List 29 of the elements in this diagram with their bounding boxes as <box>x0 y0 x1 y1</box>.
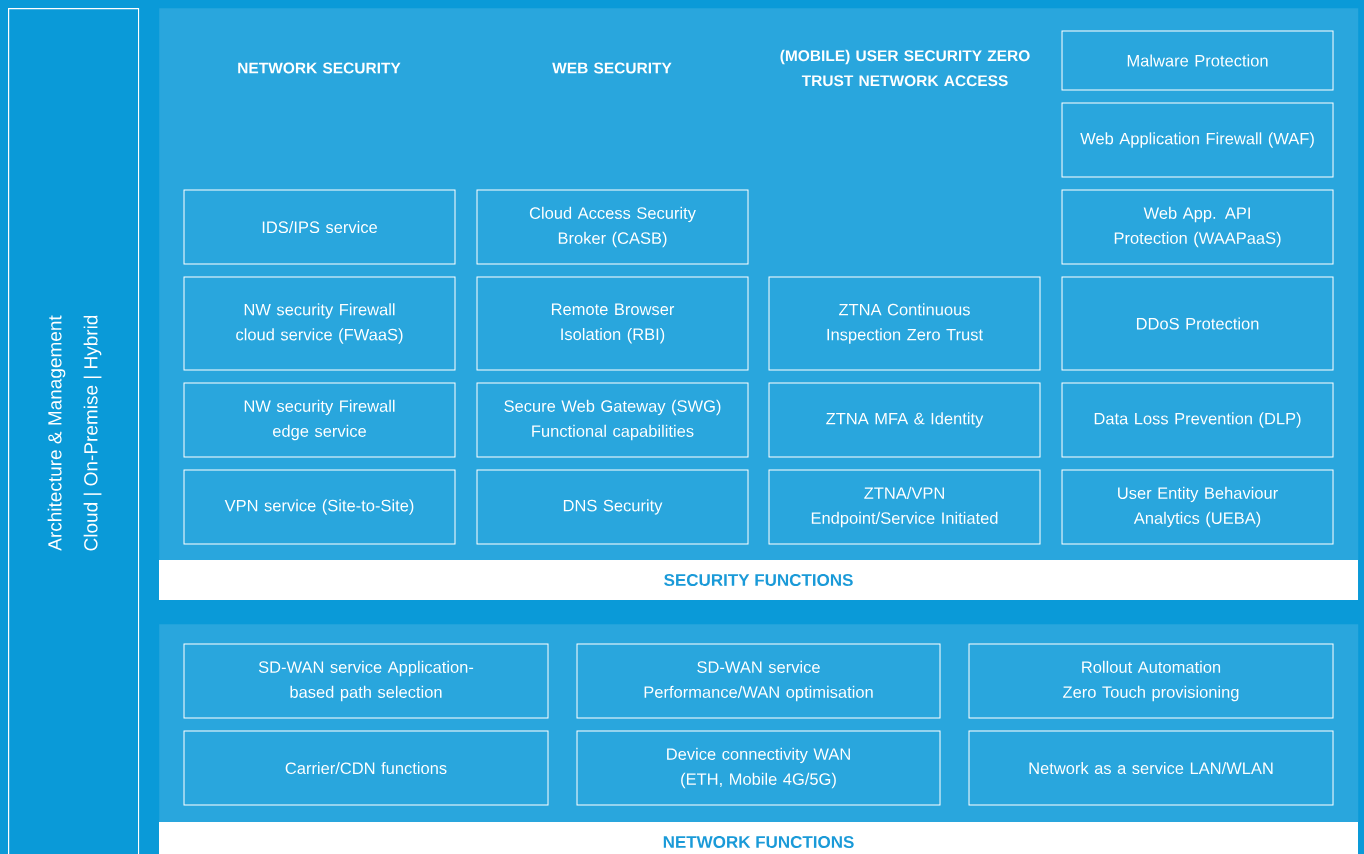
function-box: Device connectivity WAN (ETH, Mobile 4G/5G) <box>576 730 941 806</box>
function-box: Secure Web Gateway (SWG) Functional capabilities <box>476 382 749 458</box>
function-box: SD-WAN service Performance/WAN optimisation <box>576 643 941 719</box>
function-box: Data Loss Prevention (DLP) <box>1061 382 1334 458</box>
function-box: Carrier/CDN functions <box>183 730 549 806</box>
column-heading: (MOBILE) USER SECURITY ZERO TRUST NETWORK ACCESS <box>780 49 1030 87</box>
function-box: ZTNA MFA & Identity <box>768 382 1041 458</box>
function-box: VPN service (Site-to-Site) <box>183 469 456 545</box>
column-heading: WEB SECURITY <box>552 62 672 74</box>
function-box: Cloud Access Security Broker (CASB) <box>476 189 749 265</box>
function-box: Network as a service LAN/WLAN <box>968 730 1334 806</box>
function-box: User Entity Behaviour Analytics (UEBA) <box>1061 469 1334 545</box>
function-box: Remote Browser Isolation (RBI) <box>476 276 749 371</box>
function-box: IDS/IPS service <box>183 189 456 265</box>
function-box: Web Application Firewall (WAF) <box>1061 102 1334 178</box>
node-label: NETWORK FUNCTIONS <box>663 835 854 849</box>
side-panel: Architecture & Management Cloud | On-Premise | Hybrid <box>8 8 140 854</box>
function-box: DDoS Protection <box>1061 276 1334 371</box>
column-heading: NETWORK SECURITY <box>238 62 401 74</box>
function-box: Web App. API Protection (WAAPaaS) <box>1061 189 1334 265</box>
function-box: Rollout Automation Zero Touch provisioning <box>968 643 1334 719</box>
function-box: NW security Firewall cloud service (FWaaS) <box>183 276 456 371</box>
function-box: Malware Protection <box>1061 30 1334 91</box>
function-box: NW security Firewall edge service <box>183 382 456 458</box>
function-box: DNS Security <box>476 469 749 545</box>
function-box: SD-WAN service Application-based path selection <box>183 643 549 719</box>
node-label: SECURITY FUNCTIONS <box>664 573 853 587</box>
function-box: ZTNA/VPN Endpoint/Service Initiated <box>768 469 1041 545</box>
function-box: ZTNA Continuous Inspection Zero Trust <box>768 276 1041 371</box>
